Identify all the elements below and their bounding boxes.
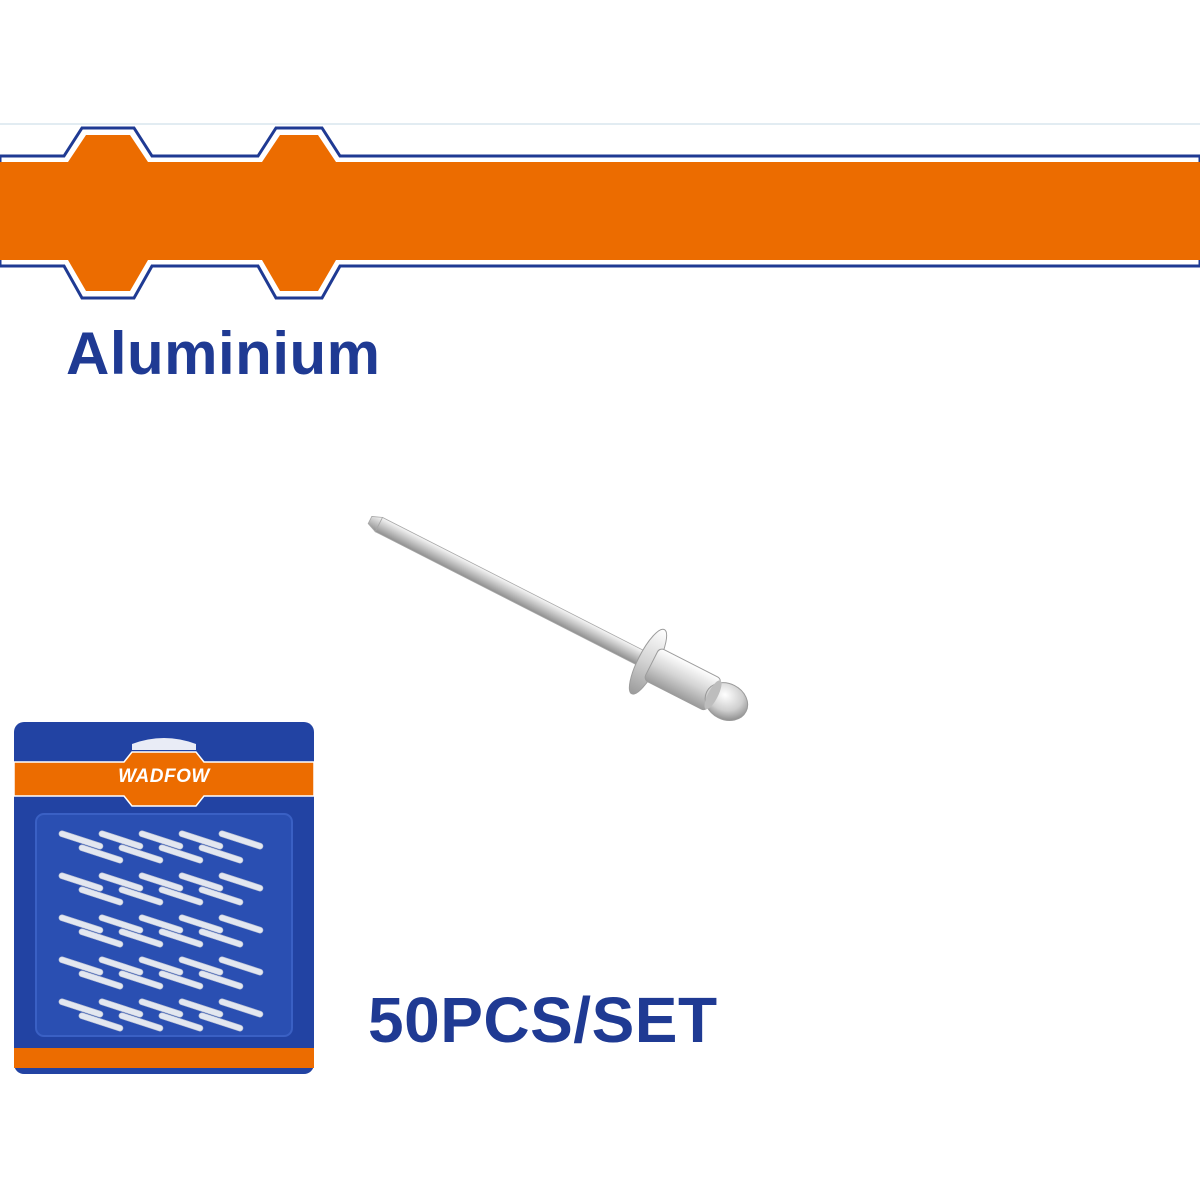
quantity-label: 50PCS/SET	[368, 984, 718, 1056]
blind-rivet-icon	[367, 516, 749, 721]
material-label: Aluminium	[66, 320, 381, 387]
blister-package-icon	[14, 722, 314, 1074]
brand-stripe-banner	[0, 123, 1200, 300]
package-brand-label: WADFOW	[118, 766, 210, 787]
